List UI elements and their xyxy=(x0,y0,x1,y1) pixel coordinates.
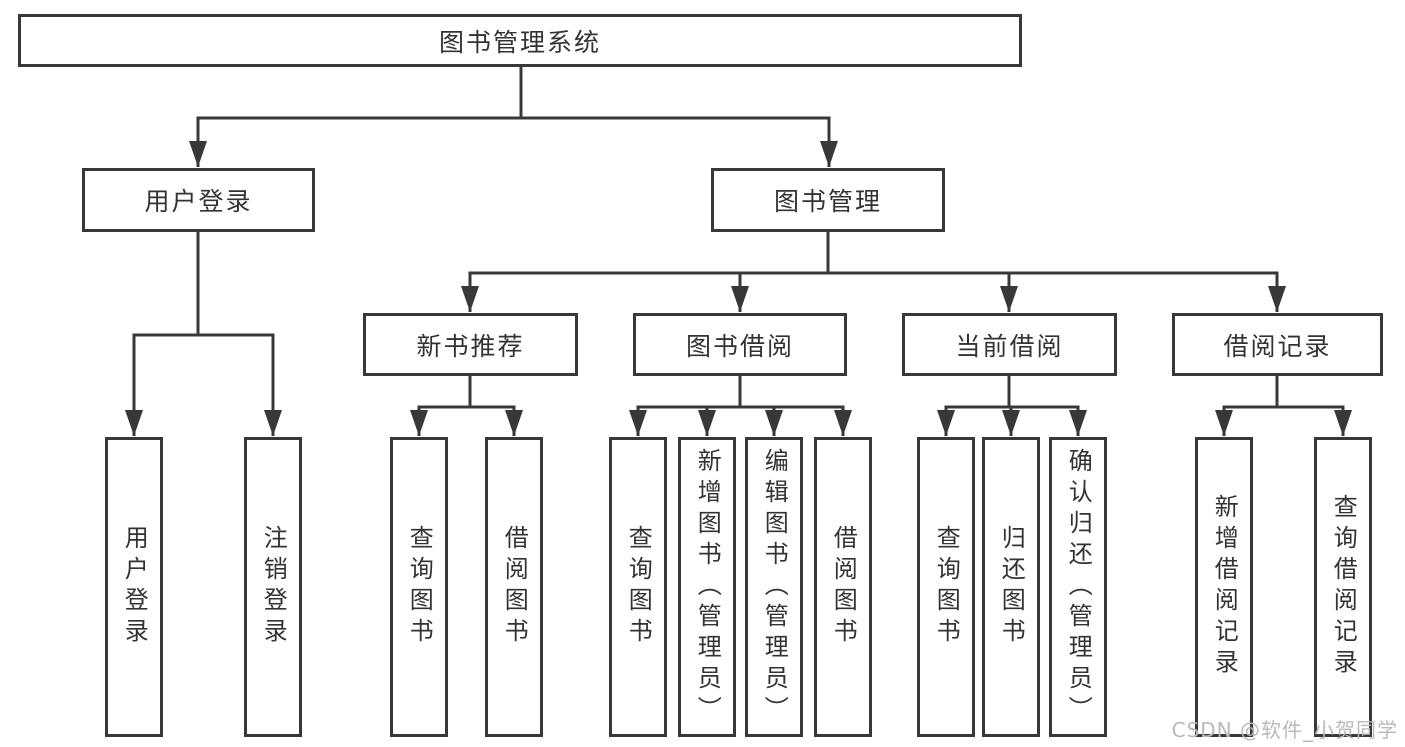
node-new-book-recommend: 新书推荐 xyxy=(363,313,578,376)
node-label: 借阅图书 xyxy=(829,525,858,649)
connector-book-management-to-level3 xyxy=(461,232,1286,312)
connector-borrowing-records-branch xyxy=(1215,376,1352,436)
node-library-system: 图书管理系统 xyxy=(18,14,1022,67)
connector-root-to-level2 xyxy=(189,67,838,167)
node-label: 新增图书（管理员） xyxy=(693,447,722,727)
node-book-management: 图书管理 xyxy=(711,168,945,232)
node-label: 查询图书 xyxy=(624,525,653,649)
node-book-borrowing: 图书借阅 xyxy=(633,313,847,376)
node-leaf-confirm-return-admin: 确认归还（管理员） xyxy=(1049,437,1107,737)
node-label: 新增借阅记录 xyxy=(1210,494,1239,680)
node-label: 用户登录 xyxy=(144,187,253,216)
node-leaf-query-borrow-record: 查询借阅记录 xyxy=(1314,437,1372,737)
node-label: 查询图书 xyxy=(405,525,434,649)
node-label: 归还图书 xyxy=(997,525,1026,649)
node-leaf-add-book-admin: 新增图书（管理员） xyxy=(678,437,736,737)
node-leaf-query-books-3: 查询图书 xyxy=(917,437,975,737)
node-borrowing-records: 借阅记录 xyxy=(1172,313,1383,376)
node-label: 当前借阅 xyxy=(955,331,1064,361)
node-leaf-add-borrow-record: 新增借阅记录 xyxy=(1195,437,1253,737)
node-leaf-user-login: 用户登录 xyxy=(105,437,163,737)
connector-user-login-branch xyxy=(125,232,282,436)
node-label: 查询借阅记录 xyxy=(1329,494,1358,680)
node-leaf-borrow-books-1: 借阅图书 xyxy=(485,437,543,737)
node-label: 借阅图书 xyxy=(500,525,529,649)
node-label: 用户登录 xyxy=(120,525,149,649)
node-leaf-edit-book-admin: 编辑图书（管理员） xyxy=(745,437,803,737)
node-leaf-query-books-2: 查询图书 xyxy=(609,437,667,737)
connector-current-borrowing-branch xyxy=(937,376,1087,436)
node-label: 图书借阅 xyxy=(685,331,794,361)
node-leaf-logout: 注销登录 xyxy=(244,437,302,737)
connector-new-book-recommend-branch xyxy=(410,376,523,436)
node-label: 编辑图书（管理员） xyxy=(760,447,789,727)
watermark-text: CSDN @软件_小贺同学 xyxy=(1171,718,1398,742)
node-label: 新书推荐 xyxy=(416,331,525,361)
node-label: 图书管理 xyxy=(773,187,882,216)
node-label: 确认归还（管理员） xyxy=(1064,447,1093,727)
connector-book-borrowing-branch xyxy=(629,376,852,436)
node-current-borrowing: 当前借阅 xyxy=(902,313,1117,376)
node-label: 注销登录 xyxy=(259,525,288,649)
node-label: 图书管理系统 xyxy=(438,27,601,57)
node-leaf-query-books-1: 查询图书 xyxy=(390,437,448,737)
node-label: 查询图书 xyxy=(932,525,961,649)
node-leaf-return-book: 归还图书 xyxy=(982,437,1040,737)
node-user-login: 用户登录 xyxy=(82,168,315,232)
node-label: 借阅记录 xyxy=(1223,331,1332,361)
node-leaf-borrow-books-2: 借阅图书 xyxy=(814,437,872,737)
